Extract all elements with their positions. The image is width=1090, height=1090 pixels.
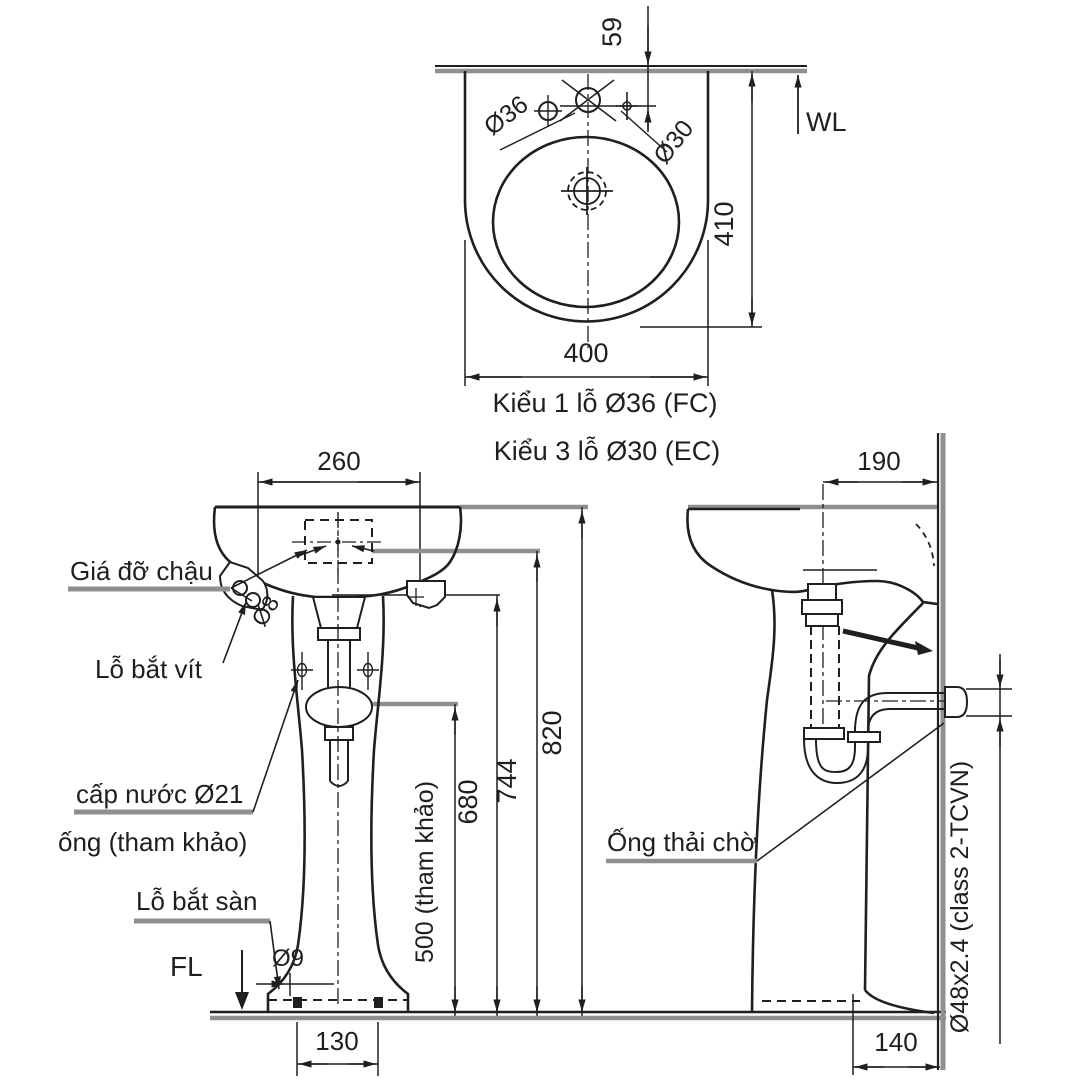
caption-ec: Kiểu 3 lỗ Ø30 (EC) [494, 435, 721, 466]
mount-arrow [842, 628, 933, 655]
dim-pipe-diameter [966, 654, 1012, 1044]
supply-mark-left [291, 652, 313, 690]
dim-680-label: 680 [453, 779, 483, 824]
side-overflow-dashed [915, 523, 935, 567]
fl-label: FL [170, 951, 203, 982]
top-view [435, 6, 807, 386]
top-drain [561, 167, 613, 215]
faucet-hole-left [534, 95, 562, 127]
side-basin-profile [686, 508, 938, 606]
side-pedestal [750, 589, 935, 1015]
dim-820-label: 820 [537, 710, 567, 755]
dim-400 [464, 240, 709, 386]
top-basin [491, 135, 681, 309]
faucet-hole-right [616, 92, 638, 120]
front-trap [305, 596, 373, 787]
waste-pipe-leader [606, 722, 945, 864]
o36-leader [499, 112, 576, 151]
dim-410 [640, 71, 762, 328]
bracket-label: Giá đỡ chậu [70, 556, 213, 586]
side-view [606, 433, 1012, 1075]
o9-label: Ø9 [272, 945, 304, 972]
label-leaders [68, 549, 308, 990]
caption-fc: Kiểu 1 lỗ Ø36 (FC) [492, 387, 717, 418]
dim-130-label: 130 [315, 1026, 358, 1056]
dim-260 [257, 472, 421, 607]
dim-260-label: 260 [317, 446, 360, 476]
bracket-right [406, 580, 446, 610]
supply-mark-right [357, 652, 379, 690]
side-wall [936, 433, 946, 1070]
floor-hole-label: Lỗ bắt sàn [136, 886, 257, 916]
floor-line [210, 1010, 946, 1021]
dim-59 [560, 6, 656, 132]
o36-label: Ø36 [479, 90, 534, 141]
pipe-spec-label: Ø48x2.4 (class 2-TCVN) [946, 761, 974, 1033]
dim-744-label: 744 [492, 758, 522, 803]
front-pedestal [266, 595, 410, 1013]
dim-140 [852, 994, 940, 1075]
wl-label: WL [806, 107, 847, 137]
dim-500-label: 500 (tham khảo) [411, 781, 439, 963]
dim-190-label: 190 [857, 446, 900, 476]
floor-level-marker [235, 950, 249, 1010]
o30-label: Ø30 [648, 115, 699, 169]
front-sink-body [212, 506, 463, 599]
water-supply-label: cấp nước Ø21 [76, 779, 243, 809]
water-supply-label-2: ống (tham khảo) [58, 827, 247, 857]
dim-o9 [256, 973, 334, 996]
dim-130 [296, 1022, 379, 1076]
front-view [68, 472, 946, 1076]
screw-hole-label: Lỗ bắt vít [95, 654, 203, 684]
dim-410-label: 410 [709, 201, 739, 246]
top-sink-outline [463, 71, 710, 323]
side-trap [801, 583, 947, 785]
dim-59-label: 59 [597, 17, 627, 47]
dim-140-label: 140 [874, 1027, 917, 1057]
wall-pipe-outlet [944, 686, 969, 718]
waste-pipe-label: Ống thải chờ [607, 827, 757, 857]
dim-400-label: 400 [563, 338, 608, 368]
texts: 59 WL Ø36 Ø30 410 400 Kiểu 1 lỗ Ø36 (FC)… [58, 17, 974, 1057]
o30-leader [620, 110, 668, 153]
top-wall-line [435, 65, 807, 74]
